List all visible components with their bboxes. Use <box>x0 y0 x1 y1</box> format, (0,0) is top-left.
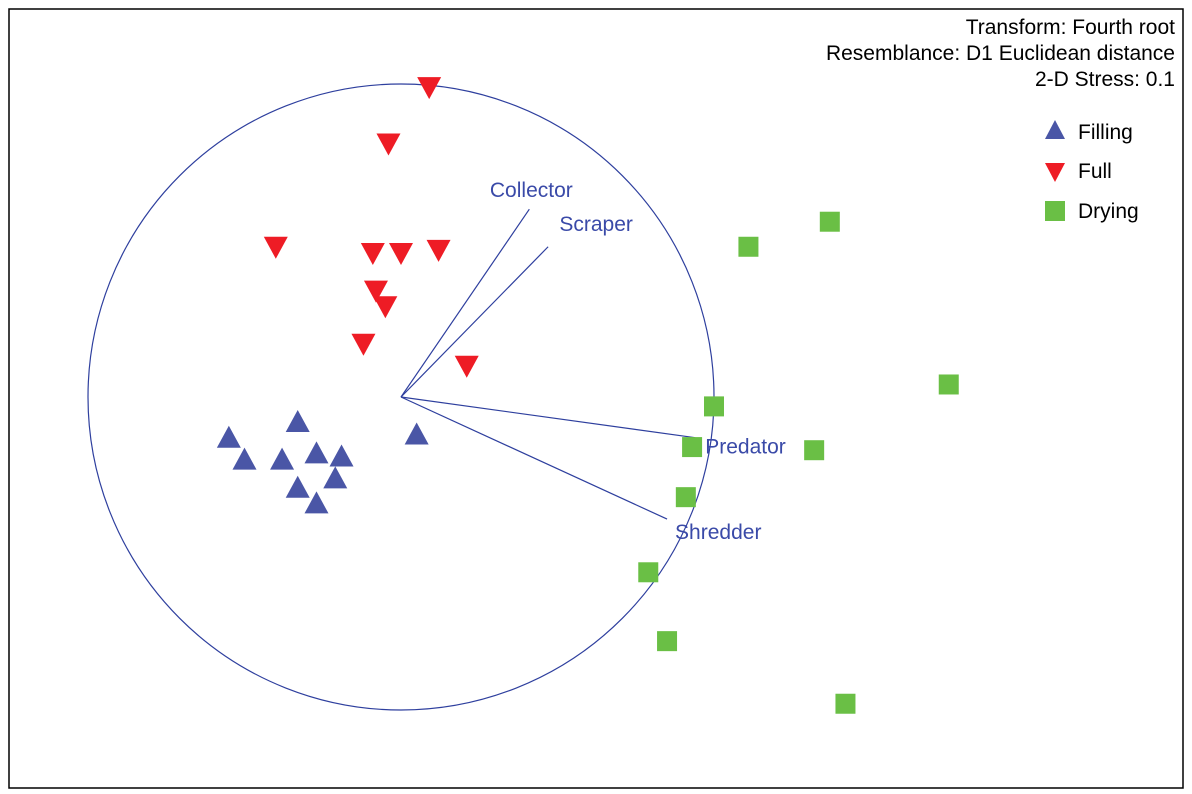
point-drying <box>804 440 825 461</box>
stress-text: 2-D Stress: 0.1 <box>1035 68 1175 91</box>
vector-line-predator <box>400 396 696 439</box>
point-filling <box>304 441 329 464</box>
point-filling <box>285 410 310 433</box>
point-drying <box>675 487 696 508</box>
point-full <box>454 355 479 378</box>
vector-line-scraper <box>400 246 549 398</box>
point-full <box>351 333 376 356</box>
legend-marker-drying <box>1045 201 1065 221</box>
point-drying <box>638 562 659 583</box>
point-filling <box>216 425 241 448</box>
point-filling <box>270 447 295 470</box>
legend-marker-full <box>1045 163 1065 182</box>
point-full <box>417 77 442 100</box>
point-drying <box>682 437 703 458</box>
legend-label-full: Full <box>1078 160 1112 183</box>
point-filling <box>304 491 329 514</box>
legend-marker-filling <box>1045 120 1065 139</box>
resemblance-text: Resemblance: D1 Euclidean distance <box>826 42 1175 65</box>
vector-label-shredder: Shredder <box>675 521 761 544</box>
point-drying <box>657 631 678 652</box>
plot-frame <box>8 8 1184 789</box>
point-drying <box>835 693 856 714</box>
info-block: Transform: Fourth root Resemblance: D1 E… <box>826 16 1175 91</box>
point-full <box>360 243 385 266</box>
point-full <box>376 133 401 156</box>
vector-line-shredder <box>400 396 668 520</box>
transform-text: Transform: Fourth root <box>966 16 1175 39</box>
point-filling <box>404 422 429 445</box>
point-filling <box>329 444 354 467</box>
point-drying <box>819 211 840 232</box>
point-full <box>426 239 451 262</box>
point-full <box>263 236 288 259</box>
point-filling <box>232 447 257 470</box>
vector-label-collector: Collector <box>490 179 573 202</box>
point-full <box>373 296 398 319</box>
vector-label-predator: Predator <box>705 436 786 459</box>
point-filling <box>285 475 310 498</box>
point-filling <box>323 466 348 489</box>
vector-label-scraper: Scraper <box>559 213 633 236</box>
point-full <box>363 280 388 303</box>
point-drying <box>738 236 759 257</box>
legend-label-drying: Drying <box>1078 200 1139 223</box>
point-full <box>389 243 413 266</box>
point-drying <box>938 374 959 395</box>
vector-line-collector <box>400 208 530 398</box>
legend-label-filling: Filling <box>1078 121 1133 144</box>
point-drying <box>704 396 724 417</box>
legend: Filling Full Drying <box>1045 120 1139 223</box>
points-layer <box>216 77 959 714</box>
